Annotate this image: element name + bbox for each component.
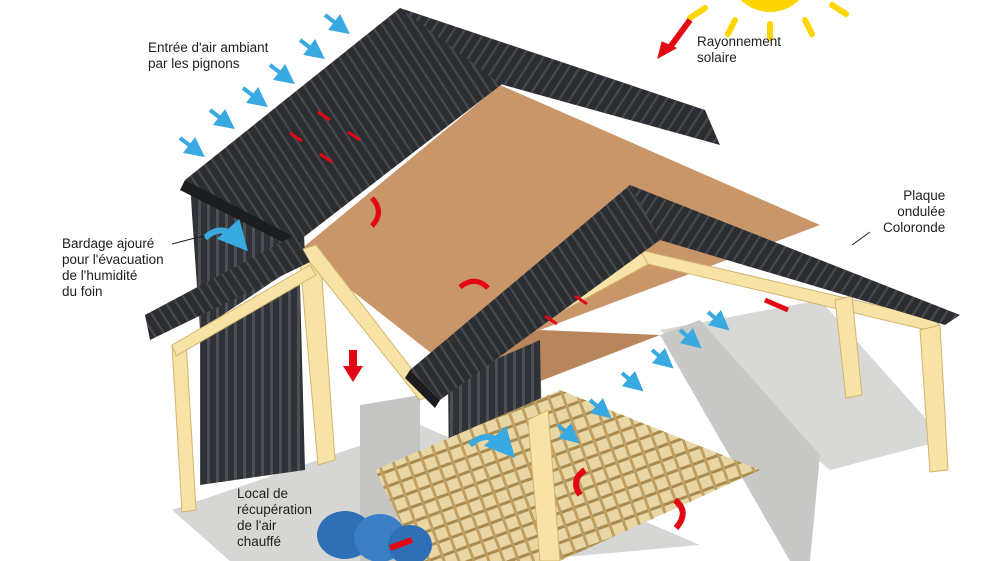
label-solar-radiation: Rayonnement solaire: [697, 34, 782, 65]
lean-to-roof: [145, 235, 310, 340]
sun-icon: [687, 0, 849, 41]
label-air-inlet: Entrée d'air ambiant par les pignons: [148, 40, 269, 71]
label-recovery-room: Local de récupération de l'air chauffé: [237, 486, 313, 549]
main-roof: [180, 8, 720, 250]
drying-grid: [375, 390, 760, 561]
ceiling-board: [300, 85, 820, 360]
warm-air-arrows: [289, 18, 789, 551]
label-corrugated-sheet: Plaque ondulée Coloronde: [883, 188, 946, 235]
slatted-cladding-lower: [200, 285, 305, 485]
gable-roof: [405, 185, 960, 408]
leader-lines: [171, 231, 871, 246]
ambient-air-arrows: [178, 13, 730, 459]
label-slatted-cladding: Bardage ajouré pour l'évacuation de l'hu…: [62, 236, 164, 299]
